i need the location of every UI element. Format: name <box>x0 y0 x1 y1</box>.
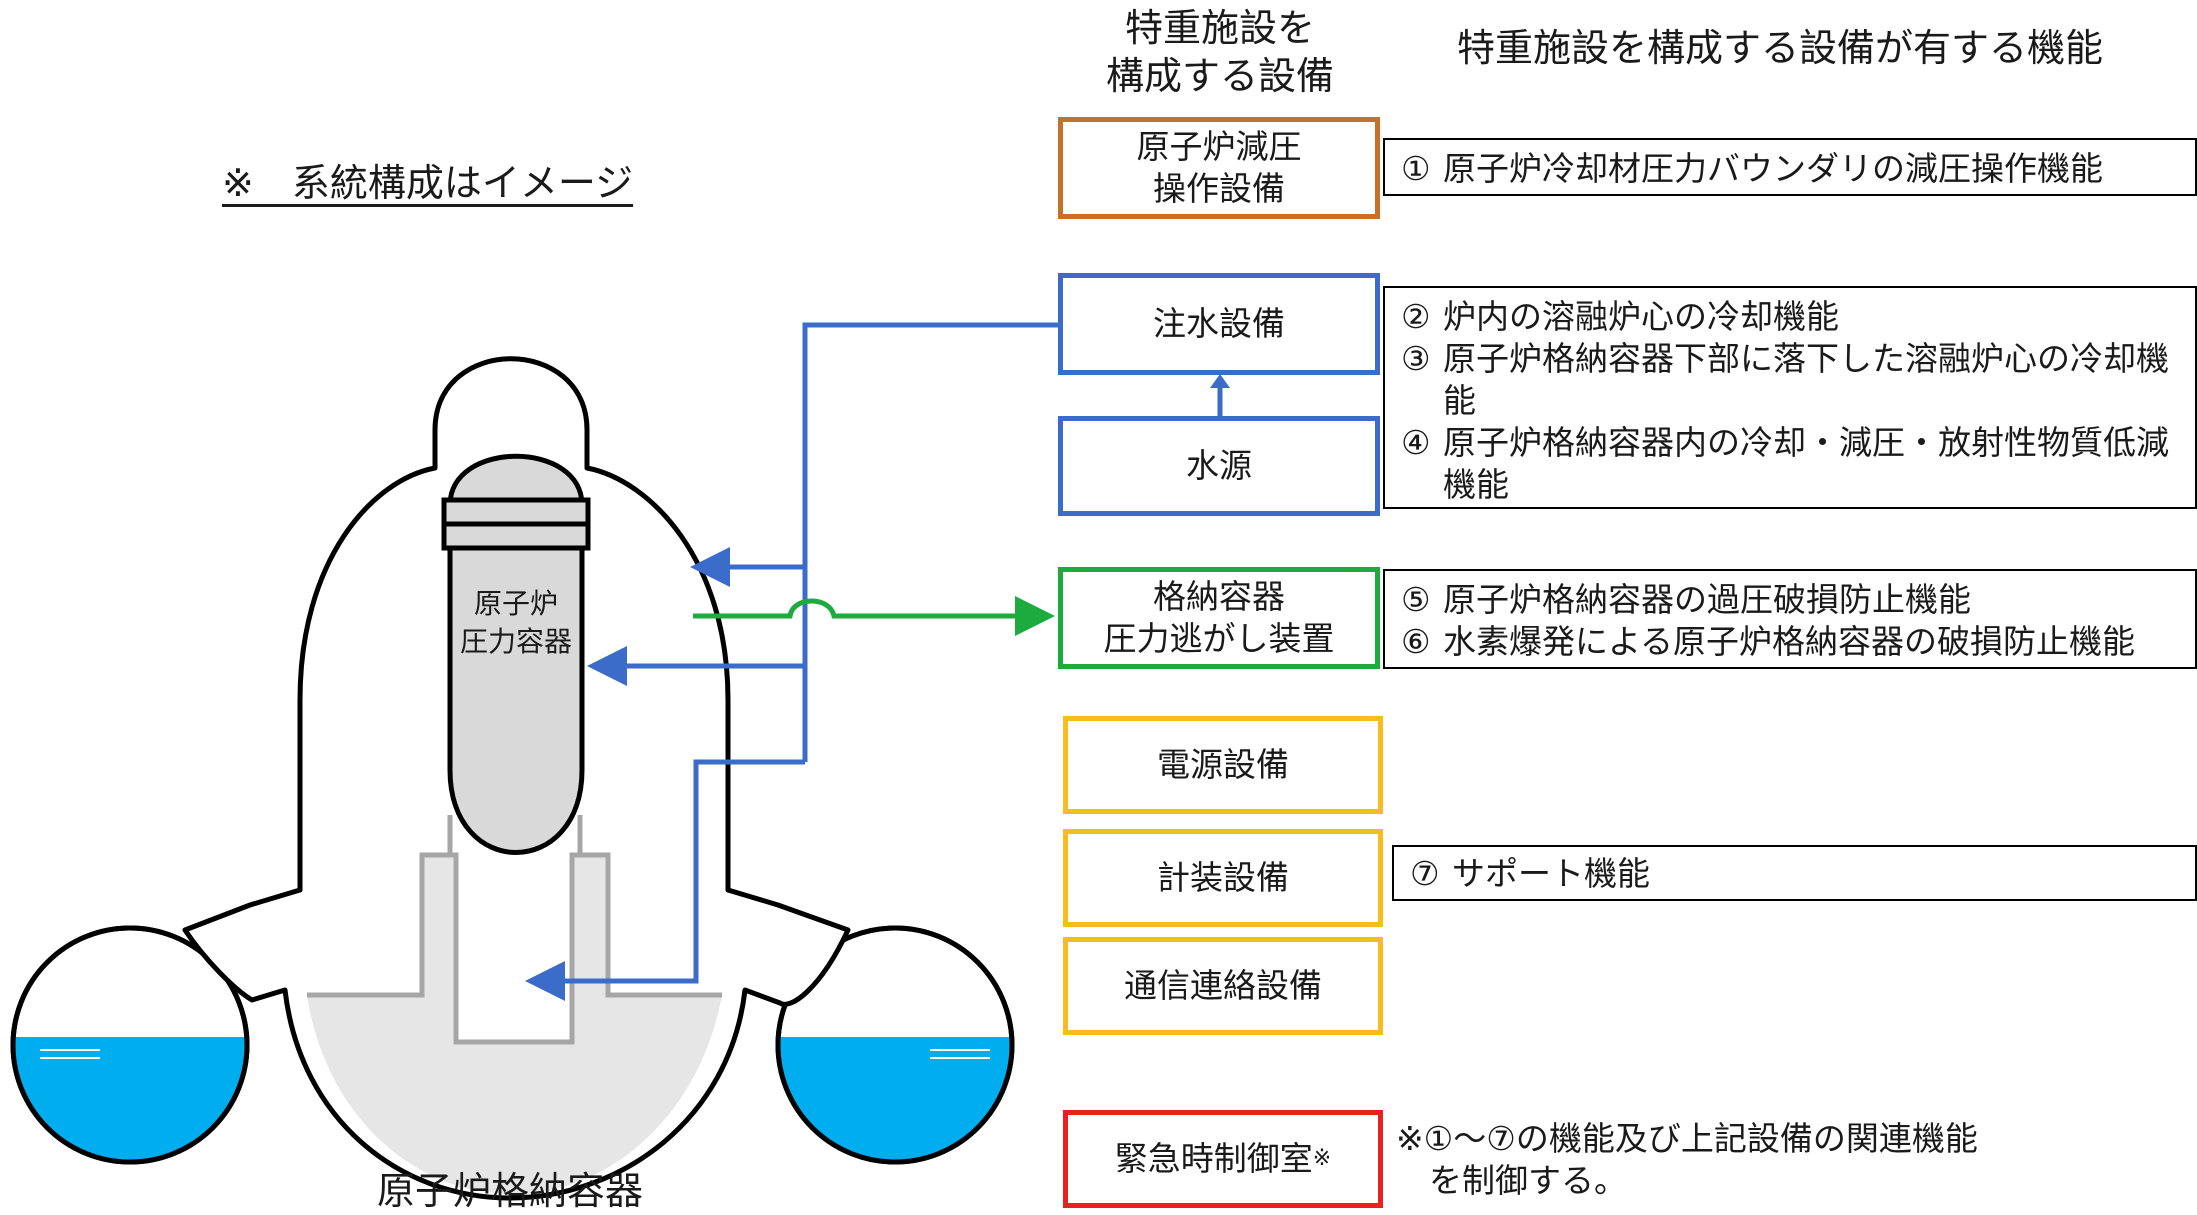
equipment-column-header: 特重施設を 構成する設備 <box>1105 6 1334 98</box>
rpv-depressurization-equipment-box: 原子炉減圧 操作設備 <box>1058 117 1380 219</box>
containment-vent-device-box: 格納容器 圧力逃がし装置 <box>1058 567 1380 669</box>
function-number: ② <box>1401 297 1431 336</box>
function-number: ⑦ <box>1410 854 1440 893</box>
control-room-footnote: ※①～⑦の機能及び上記設備の関連機能 を制御する。 <box>1396 1119 1978 1200</box>
function-number: ③ <box>1401 339 1431 378</box>
emergency-control-room-label: 緊急時制御室 <box>1114 1139 1313 1178</box>
vent-piping <box>693 596 1055 636</box>
water-injection-equipment-box: 注水設備 <box>1058 273 1380 375</box>
functions-group-3: ⑤ 原子炉格納容器の過圧破損防止機能 ⑥ 水素爆発による原子炉格納容器の破損防止… <box>1383 569 2197 669</box>
communication-equipment-box: 通信連絡設備 <box>1063 937 1383 1035</box>
reactor-pressure-vessel <box>441 453 591 855</box>
function-text: 炉内の溶融炉心の冷却機能 <box>1443 297 1839 336</box>
functions-group-2: ② 炉内の溶融炉心の冷却機能 ③ 原子炉格納容器下部に落下した溶融炉心の冷却機能… <box>1383 286 2197 509</box>
function-item: ① 原子炉冷却材圧力バウンダリの減圧操作機能 <box>1401 148 2195 190</box>
function-number: ① <box>1401 149 1431 188</box>
containment-vessel-caption: 原子炉格納容器 <box>376 1169 643 1213</box>
water-source-box: 水源 <box>1058 416 1380 516</box>
power-supply-equipment-box: 電源設備 <box>1063 716 1383 814</box>
function-item: ④ 原子炉格納容器内の冷却・減圧・放射性物質低減機能 <box>1401 422 2185 506</box>
function-number: ④ <box>1401 423 1431 462</box>
diagram-note: ※ 系統構成はイメージ <box>222 161 634 205</box>
functions-group-1: ① 原子炉冷却材圧力バウンダリの減圧操作機能 <box>1383 138 2197 196</box>
functions-group-4: ⑦ サポート機能 <box>1392 845 2197 901</box>
function-item: ⑤ 原子炉格納容器の過圧破損防止機能 <box>1401 579 2195 621</box>
pedestal-area <box>307 855 722 1194</box>
injection-piping <box>525 322 1060 1001</box>
instrumentation-equipment-box: 計装設備 <box>1063 829 1383 927</box>
emergency-control-room-mark: ※ <box>1312 1146 1332 1171</box>
functions-column-header: 特重施設を構成する設備が有する機能 <box>1456 26 2103 70</box>
function-text: 原子炉格納容器下部に落下した溶融炉心の冷却機能 <box>1443 339 2169 420</box>
function-item: ⑦ サポート機能 <box>1410 853 2195 895</box>
function-text: サポート機能 <box>1452 854 1650 893</box>
function-item: ③ 原子炉格納容器下部に落下した溶融炉心の冷却機能 <box>1401 338 2185 422</box>
function-text: 原子炉格納容器内の冷却・減圧・放射性物質低減機能 <box>1443 423 2169 504</box>
function-text: 水素爆発による原子炉格納容器の破損防止機能 <box>1443 622 2136 661</box>
function-item: ⑥ 水素爆発による原子炉格納容器の破損防止機能 <box>1401 621 2195 663</box>
left-suppression-pool <box>10 925 250 1165</box>
pressure-vessel-label: 原子炉 圧力容器 <box>459 587 572 658</box>
function-item: ② 炉内の溶融炉心の冷却機能 <box>1401 296 2185 338</box>
pedestal-walls <box>307 852 722 1045</box>
function-number: ⑥ <box>1401 622 1431 661</box>
function-text: 原子炉冷却材圧力バウンダリの減圧操作機能 <box>1443 149 2103 188</box>
function-text: 原子炉格納容器の過圧破損防止機能 <box>1443 580 1971 619</box>
function-number: ⑤ <box>1401 580 1431 619</box>
emergency-control-room-box: 緊急時制御室※ <box>1063 1110 1383 1208</box>
containment-diagram <box>10 322 1060 1201</box>
source-to-injection-arrow <box>1210 374 1230 418</box>
